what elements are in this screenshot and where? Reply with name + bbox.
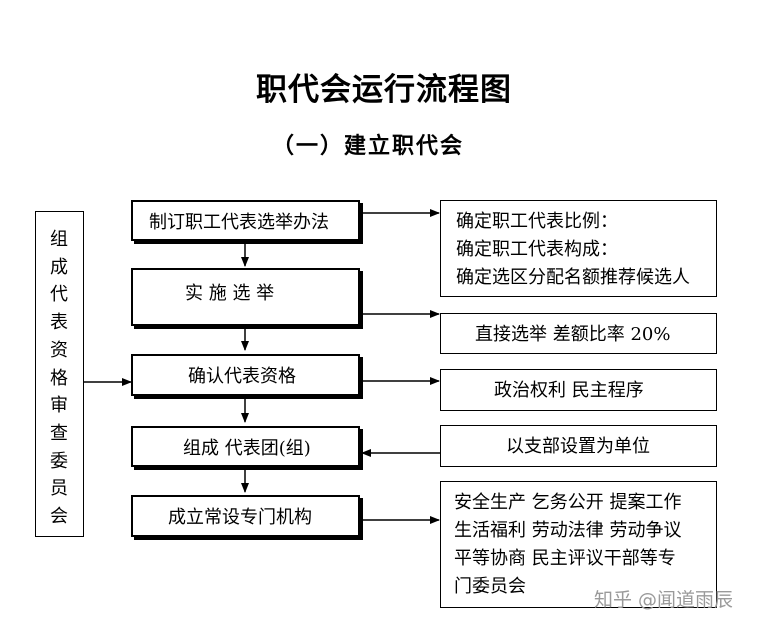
step-label-1: 制订职工代表选举办法 (149, 212, 329, 233)
note-2-line-1: 直接选举 差额比率 20% (475, 324, 671, 345)
step-box-4: 组成 代表团(组) (131, 426, 360, 467)
step-box-1: 制订职工代表选举办法 (131, 200, 360, 241)
step-label-3: 确认代表资格 (188, 366, 296, 387)
step-label-4: 组成 代表团(组) (183, 438, 311, 459)
note-5-line-1: 安全生产 乞务公开 提案工作 (454, 492, 682, 513)
note-box-5: 安全生产 乞务公开 提案工作 生活福利 劳动法律 劳动争议 平等协商 民主评议干… (440, 481, 717, 608)
note-5-line-2: 生活福利 劳动法律 劳动争议 (454, 520, 682, 541)
note-5-line-3: 平等协商 民主评议干部等专 (454, 548, 676, 569)
step-label-2: 实 施 选 举 (185, 283, 275, 304)
note-1-line-1: 确定职工代表比例： (456, 211, 618, 232)
review-committee-label: 组成代表资格审查委员会 (50, 229, 68, 528)
watermark: 知乎 @闻道雨辰 (594, 589, 734, 611)
note-3-line-1: 政治权利 民主程序 (494, 380, 644, 401)
step-box-2: 实 施 选 举 (131, 268, 360, 326)
note-4-line-1: 以支部设置为单位 (506, 436, 650, 457)
diagram-subtitle: （一）建立职代会 (272, 134, 465, 159)
note-5-line-4: 门委员会 (454, 576, 526, 597)
note-1-line-3: 确定选区分配名额推荐候选人 (456, 267, 690, 288)
note-box-1: 确定职工代表比例： 确定职工代表构成： 确定选区分配名额推荐候选人 (440, 200, 717, 297)
note-1-line-2: 确定职工代表构成： (456, 239, 618, 260)
note-box-3: 政治权利 民主程序 (440, 369, 717, 411)
review-committee-box: 组成代表资格审查委员会 (35, 211, 84, 537)
step-box-3: 确认代表资格 (131, 354, 360, 396)
diagram-title: 职代会运行流程图 (256, 72, 512, 108)
step-label-5: 成立常设专门机构 (168, 507, 312, 528)
note-box-2: 直接选举 差额比率 20% (440, 313, 717, 354)
step-box-5: 成立常设专门机构 (131, 495, 360, 537)
note-box-4: 以支部设置为单位 (440, 425, 717, 467)
